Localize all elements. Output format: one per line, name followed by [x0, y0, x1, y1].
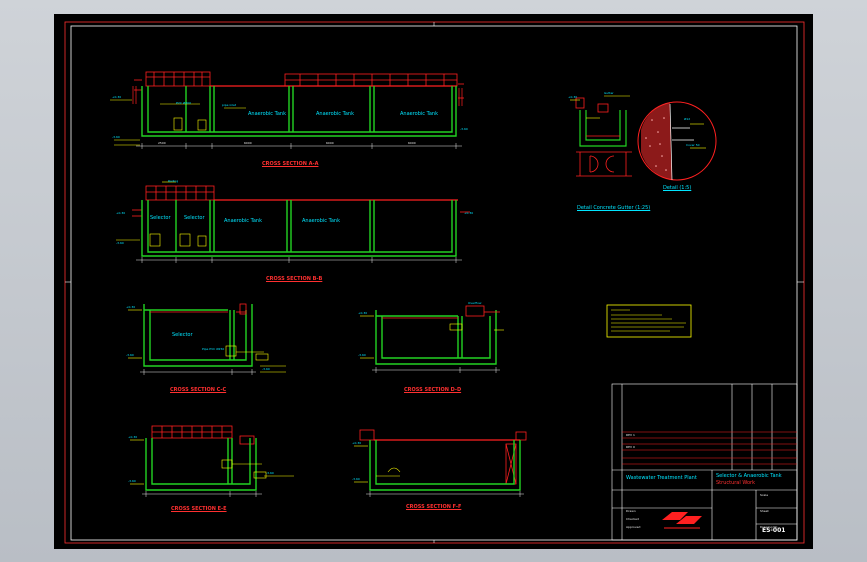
- section-bb-title: CROSS SECTION B-B: [266, 276, 323, 282]
- svg-text:Ø12: Ø12: [684, 116, 690, 121]
- section-dd-title: CROSS SECTION D-D: [404, 387, 462, 393]
- svg-text:-3.60: -3.60: [262, 367, 270, 371]
- svg-text:PVC Ø200: PVC Ø200: [176, 100, 191, 105]
- tank-label-selector-2: Selector: [184, 215, 205, 221]
- svg-text:+0.30: +0.30: [112, 95, 121, 99]
- section-bb-drawing: +0.30 -3.60 +0.30 Railing: [116, 179, 473, 263]
- title-block: [611, 383, 798, 541]
- svg-text:Railing: Railing: [168, 179, 178, 183]
- svg-text:-3.60: -3.60: [128, 479, 136, 483]
- svg-text:6000: 6000: [326, 141, 334, 145]
- svg-text:+0.30: +0.30: [568, 95, 577, 99]
- gutter-detail-title: Detail Concrete Gutter (1:25): [577, 205, 651, 211]
- section-ff-title: CROSS SECTION F-F: [406, 504, 462, 510]
- svg-text:REV 0: REV 0: [626, 445, 635, 449]
- tank-label-anaerobic-b1: Anaerobic Tank: [224, 218, 262, 224]
- company-logo: [662, 512, 702, 529]
- tank-label-anaerobic-1: Anaerobic Tank: [248, 111, 286, 117]
- notes-box: [606, 304, 692, 338]
- svg-text:-3.60: -3.60: [112, 135, 120, 139]
- svg-text:6000: 6000: [244, 141, 252, 145]
- tank-label-anaerobic-b2: Anaerobic Tank: [302, 218, 340, 224]
- tank-label-anaerobic-2: Anaerobic Tank: [316, 111, 354, 117]
- gutter-detail-drawing: +0.30 Gutter: [568, 91, 632, 177]
- svg-text:Drawing No: Drawing No: [760, 525, 778, 529]
- svg-text:-3.60: -3.60: [126, 353, 134, 357]
- svg-text:-3.60: -3.60: [460, 127, 468, 131]
- svg-text:+0.30: +0.30: [116, 211, 125, 215]
- section-ee-title: CROSS SECTION E-E: [171, 506, 227, 512]
- svg-text:Scale: Scale: [760, 493, 768, 497]
- svg-text:Overflow: Overflow: [468, 301, 482, 305]
- svg-text:-3.60: -3.60: [358, 353, 366, 357]
- svg-text:REV 1: REV 1: [626, 433, 635, 437]
- title-block-drawing-title: Selector & Anaerobic Tank: [716, 473, 782, 479]
- svg-text:+0.30: +0.30: [126, 305, 135, 309]
- outer-border: [64, 21, 805, 544]
- tank-label-anaerobic-3: Anaerobic Tank: [400, 111, 438, 117]
- svg-text:Pipe PVC Ø250: Pipe PVC Ø250: [202, 346, 224, 351]
- svg-text:2500: 2500: [158, 141, 166, 145]
- section-cc-drawing: +0.30 -3.60 Pipe PVC Ø250 -3.60: [126, 303, 286, 375]
- detail-circle-title: Detail (1:5): [663, 185, 692, 191]
- svg-text:pipe inlet: pipe inlet: [222, 103, 237, 107]
- revision-lines: [622, 431, 797, 465]
- section-dd-drawing: +0.30 -3.60 Overflow: [358, 301, 504, 373]
- svg-text:Drawn: Drawn: [626, 509, 636, 513]
- svg-text:-3.60: -3.60: [352, 477, 360, 481]
- svg-text:+0.30: +0.30: [464, 211, 473, 215]
- tank-label-selector-c: Selector: [172, 332, 193, 338]
- svg-text:Sheet: Sheet: [760, 509, 769, 513]
- svg-text:Cover 50: Cover 50: [686, 143, 700, 147]
- section-aa-title: CROSS SECTION A-A: [262, 161, 319, 167]
- title-block-project: Wastewater Treatment Plant: [626, 475, 697, 481]
- section-cc-title: CROSS SECTION C-C: [170, 387, 227, 393]
- section-ee-drawing: +0.30 -3.60 -3.60: [128, 425, 294, 497]
- title-block-drawing-number: ES-001: [762, 527, 786, 534]
- title-block-drawing-subtitle: Structural Work: [716, 480, 755, 486]
- svg-text:6000: 6000: [408, 141, 416, 145]
- tank-label-selector-1: Selector: [150, 215, 171, 221]
- sheet-background: [54, 14, 813, 549]
- section-aa-drawing: 2500 6000 6000 6000 +0.30 -3.60 pipe inlet P…: [110, 71, 468, 149]
- svg-text:Checked: Checked: [626, 517, 639, 521]
- section-ff-drawing: +0.30 -3.60: [352, 429, 527, 497]
- svg-text:+0.30: +0.30: [352, 441, 361, 445]
- svg-text:Gutter: Gutter: [604, 91, 614, 95]
- svg-text:-3.60: -3.60: [116, 241, 124, 245]
- svg-text:-3.60: -3.60: [266, 471, 274, 475]
- svg-text:+0.30: +0.30: [128, 435, 137, 439]
- svg-text:Approved: Approved: [626, 525, 640, 529]
- svg-text:+0.30: +0.30: [358, 311, 367, 315]
